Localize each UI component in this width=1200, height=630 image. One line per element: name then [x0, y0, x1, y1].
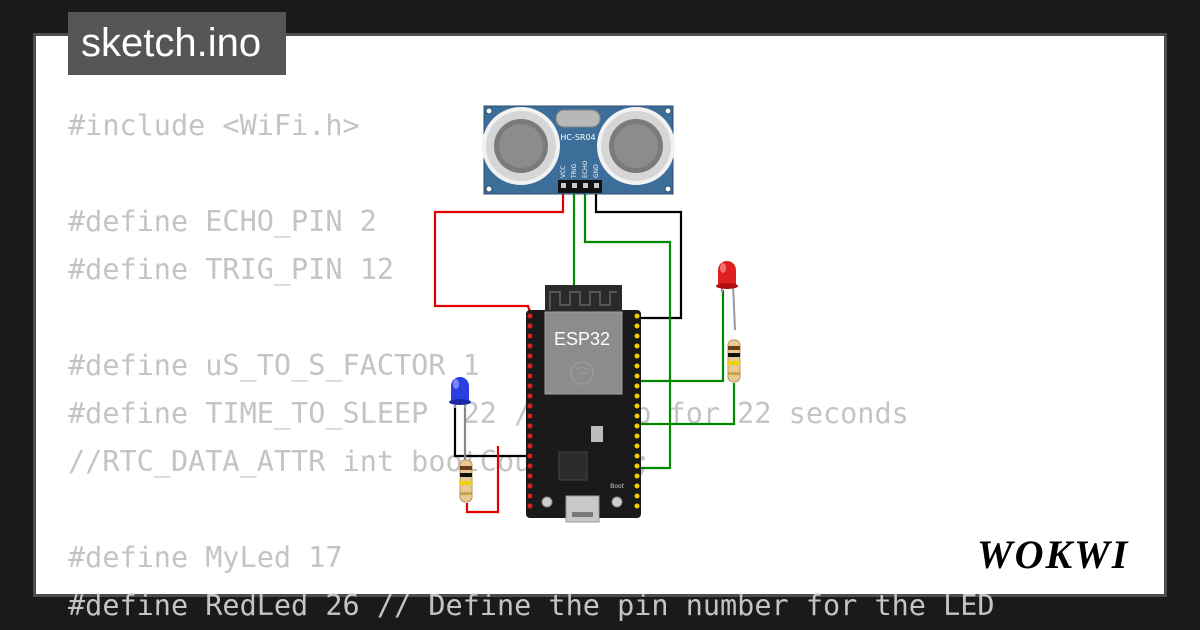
file-tab[interactable]: sketch.ino [68, 12, 286, 75]
boot-button-label: Boot [610, 483, 624, 490]
regulator [591, 426, 603, 442]
pin-row-right [634, 313, 640, 509]
code-line: #define RedLed 26 // Define the pin numb… [68, 589, 995, 622]
pin-label-vcc: VCC [560, 166, 567, 178]
chip [558, 451, 588, 481]
wire-blue-led-black [453, 402, 531, 458]
wire-blue-led-red [465, 446, 500, 514]
pin-header [558, 180, 602, 193]
wire-red-led-anode [637, 290, 725, 383]
code-line: #define uS_TO_S_FACTOR 1 [68, 349, 480, 382]
ultrasonic-sensor[interactable]: HC-SR04 VCC TRIG ECHO GND [482, 105, 675, 195]
en-button [541, 496, 553, 508]
pin-row-left [527, 313, 533, 509]
usb-port-icon [565, 495, 600, 523]
wire-red-led-resistor [637, 383, 736, 426]
resistor-blue-led [459, 459, 473, 503]
boot-button [611, 496, 623, 508]
pin-label-gnd: GND [593, 164, 600, 178]
code-line: #include <WiFi.h> [68, 109, 360, 142]
blue-led[interactable] [449, 377, 471, 408]
code-line: #define TRIG_PIN 12 [68, 253, 395, 286]
shield-module [544, 311, 623, 395]
wire-vcc-red [433, 193, 565, 316]
brand-logo-text: WOKWI [977, 532, 1129, 577]
resistor-red-led [727, 339, 741, 383]
board-name: ESP32 [554, 329, 610, 349]
pin-label-trig: TRIG [571, 163, 578, 179]
esp32-board[interactable]: ESP32 Boot [526, 285, 641, 523]
pin-label-echo: ECHO [582, 161, 589, 178]
sensor-model-label: HC-SR04 [560, 133, 595, 142]
wokwi-logo: WOKWI [977, 532, 1129, 577]
code-line: #define ECHO_PIN 2 [68, 205, 377, 238]
wire-gnd-black [594, 193, 683, 320]
crystal [555, 109, 601, 128]
wifi-icon [570, 361, 594, 385]
code-line: #define MyLed 17 [68, 541, 343, 574]
wire-echo-green [583, 193, 672, 470]
code-listing: #include <WiFi.h> #define ECHO_PIN 2 #defi… [68, 102, 995, 630]
red-led[interactable] [716, 261, 738, 331]
